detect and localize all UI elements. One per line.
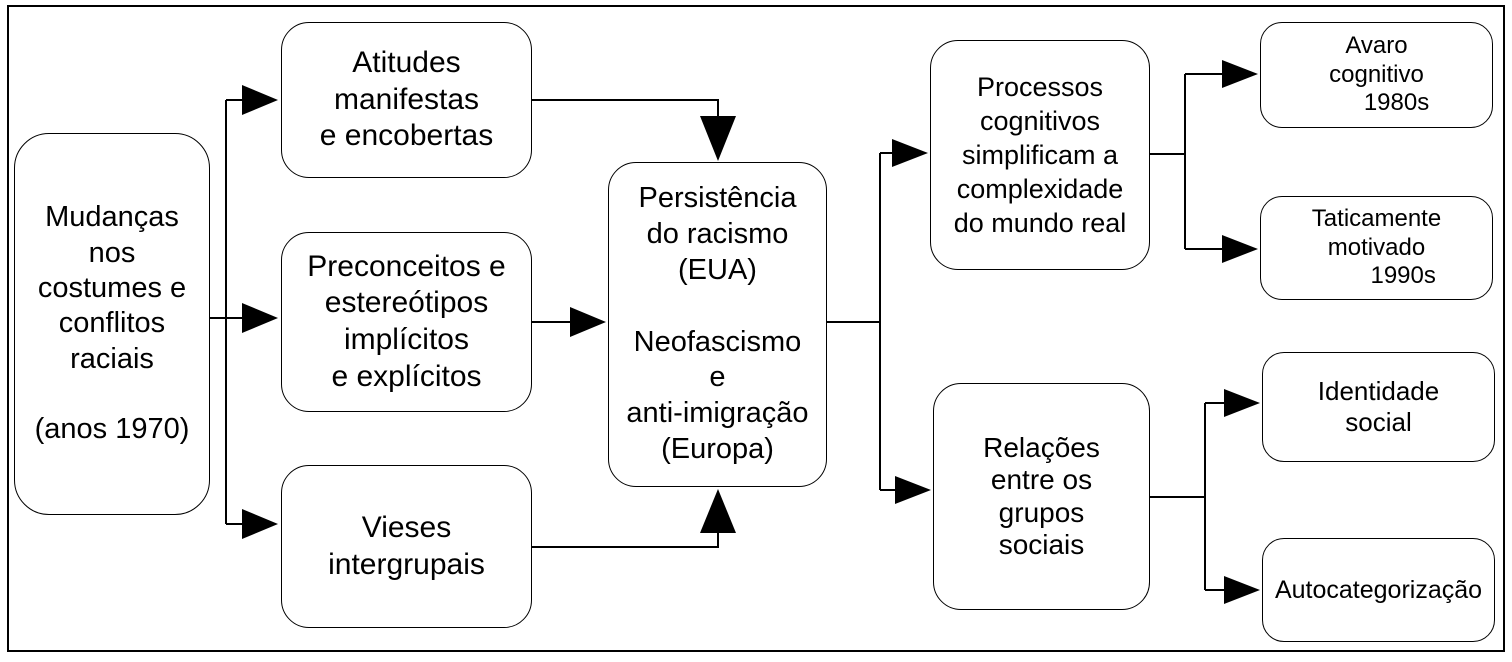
arrowhead-to-cognitive-processes	[892, 139, 928, 167]
node-overt-covert-attitudes: Atitudes manifestas e encobertas	[281, 22, 532, 178]
node-changes-1970s: Mudanças nos costumes e conflitos raciai…	[14, 133, 210, 515]
arrowhead-to-prejudice	[242, 303, 278, 333]
connector-biases-to-persistence	[532, 533, 719, 548]
arrowhead-down-persistence	[700, 116, 736, 161]
node-racism-persistence: Persistência do racismo (EUA) Neofascism…	[608, 162, 827, 487]
arrowhead-to-social-identity	[1224, 389, 1260, 417]
arrowhead-to-group-relations	[895, 476, 931, 504]
node-cognitive-miser-1980s: Avaro cognitivo 1980s	[1260, 22, 1493, 128]
arrowhead-to-cognitive-miser	[1222, 60, 1258, 88]
node-prejudice-stereotypes: Preconceitos e estereótipos implícitos e…	[281, 232, 532, 412]
arrowhead-to-attitudes	[242, 85, 278, 115]
arrowhead-to-self-categorization	[1224, 576, 1260, 604]
arrowhead-to-tactically-motivated	[1222, 235, 1258, 263]
node-tactically-motivated-1990s: Taticamente motivado 1990s	[1260, 196, 1493, 300]
arrowhead-to-biases	[242, 509, 278, 539]
node-group-relations: Relações entre os grupos sociais	[933, 383, 1150, 610]
connector-cognitive-fanout	[1150, 73, 1224, 250]
connector-persistence-fanout	[827, 152, 897, 491]
arrowhead-up-persistence	[700, 489, 736, 533]
node-social-identity: Identidade social	[1262, 352, 1495, 462]
node-cognitive-processes: Processos cognitivos simplificam a compl…	[930, 40, 1150, 270]
node-self-categorization: Autocategorização	[1262, 538, 1495, 642]
connector-attitudes-to-persistence	[532, 99, 719, 116]
outer-border	[7, 5, 1505, 652]
arrowhead-right-persistence	[570, 307, 606, 337]
connector-changes-fanout	[210, 99, 246, 525]
node-intergroup-biases: Vieses intergrupais	[281, 465, 532, 628]
connector-relations-fanout	[1150, 402, 1226, 591]
